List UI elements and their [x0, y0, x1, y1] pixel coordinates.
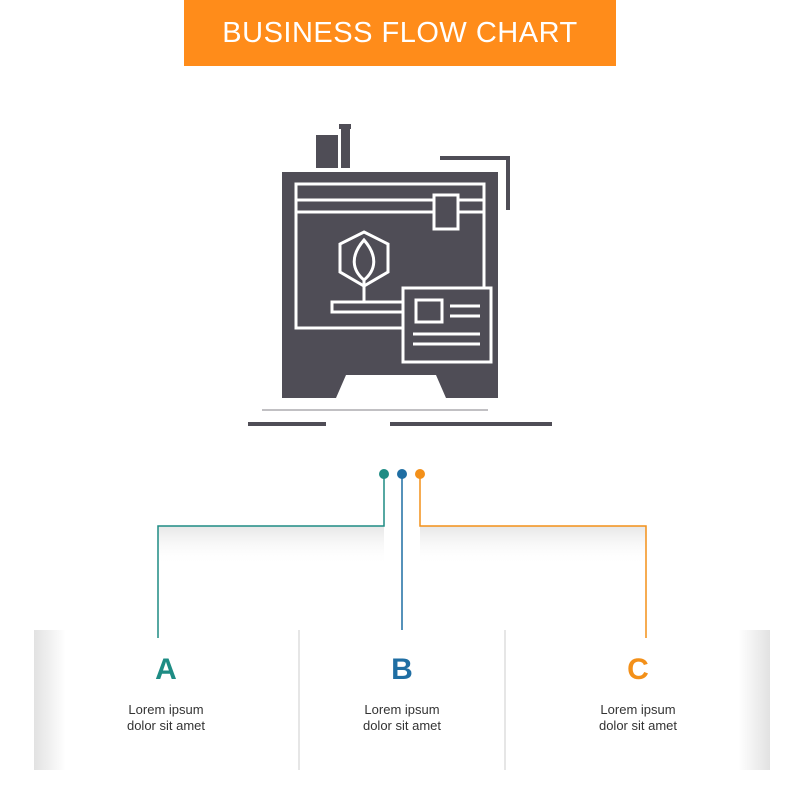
3d-printer-graphic: [248, 124, 552, 426]
dot-b: [397, 469, 407, 479]
step-text-a: Lorem ipsum dolor sit amet: [126, 702, 206, 733]
printer-spool: [316, 135, 338, 168]
connector-c: [419, 474, 647, 638]
card-c-bg: [506, 630, 770, 770]
step-card-b: B Lorem ipsum dolor sit amet: [300, 630, 504, 770]
step-text-c: Lorem ipsum dolor sit amet: [598, 702, 678, 733]
printer-filament: [341, 124, 350, 168]
printer-cable: [440, 156, 510, 210]
step-text-b: Lorem ipsum dolor sit amet: [362, 702, 442, 733]
print-head: [432, 193, 460, 231]
chart-title: BUSINESS FLOW CHART: [222, 16, 578, 49]
step-letter-a: A: [155, 653, 177, 686]
card-a-bg: [34, 630, 298, 770]
step-card-c: C Lorem ipsum dolor sit amet: [506, 630, 770, 770]
step-card-a: A Lorem ipsum dolor sit amet: [34, 630, 298, 770]
connector-a: [157, 474, 385, 638]
dot-c: [415, 469, 425, 479]
title-banner: BUSINESS FLOW CHART: [184, 0, 616, 66]
step-letter-c: C: [627, 653, 649, 686]
step-letter-b: B: [391, 653, 413, 686]
printer-window: [294, 182, 486, 330]
control-screen: [414, 298, 444, 324]
3d-printer-icon: [240, 120, 560, 440]
dot-a: [379, 469, 389, 479]
